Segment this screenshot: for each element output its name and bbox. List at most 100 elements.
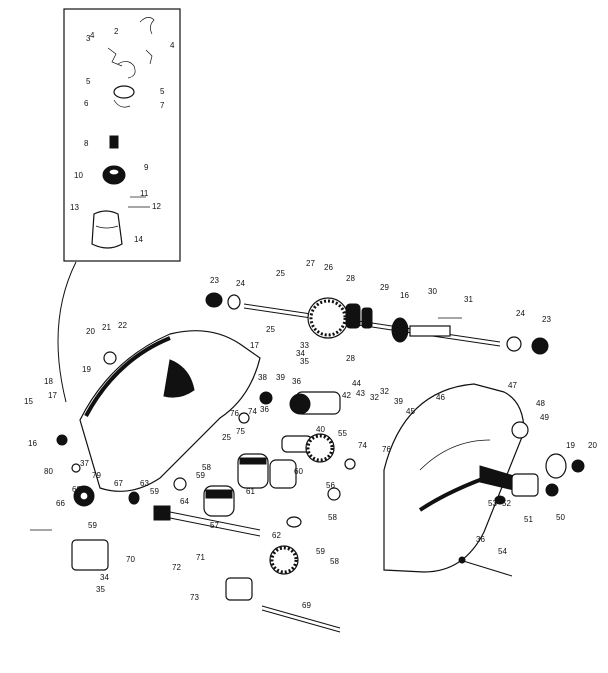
label: 74 — [248, 407, 257, 416]
label: 43 — [356, 389, 365, 398]
label: 51 — [524, 515, 533, 524]
label: 73 — [190, 593, 199, 602]
label: 46 — [436, 393, 445, 402]
lower-left-parts — [30, 485, 341, 633]
left-housing — [56, 330, 261, 492]
label: 32 — [370, 393, 379, 402]
label: 13 — [70, 203, 79, 212]
label: 76 — [382, 445, 391, 454]
label: 7 — [160, 101, 165, 110]
label: 2 — [114, 27, 119, 36]
label: 58 — [328, 513, 337, 522]
label: 59 — [316, 547, 325, 556]
label: 17 — [250, 341, 259, 350]
label: 67 — [114, 479, 123, 488]
label: 15 — [24, 397, 33, 406]
label: 79 — [92, 471, 101, 480]
label: 44 — [352, 379, 361, 388]
middle-gear-cluster — [128, 391, 356, 575]
label: 40 — [316, 425, 325, 434]
label: 29 — [380, 283, 389, 292]
label: 34 — [296, 349, 305, 358]
label: 58 — [202, 463, 211, 472]
label: 19 — [566, 441, 575, 450]
label: 24 — [516, 309, 525, 318]
label: 8 — [84, 139, 89, 148]
label: 47 — [508, 381, 517, 390]
label: 17 — [48, 391, 57, 400]
label: 69 — [302, 601, 311, 610]
label: 36 — [476, 535, 485, 544]
label: 59 — [196, 471, 205, 480]
label: 39 — [394, 397, 403, 406]
label: 25 — [266, 325, 275, 334]
label: 27 — [306, 259, 315, 268]
label: 3 — [86, 34, 91, 43]
label: 24 — [236, 279, 245, 288]
label: 80 — [44, 467, 53, 476]
label: 23 — [210, 276, 219, 285]
label: 50 — [556, 513, 565, 522]
label: 35 — [96, 585, 105, 594]
label: 53 — [488, 499, 497, 508]
label: 57 — [210, 521, 219, 530]
label: 54 — [498, 547, 507, 556]
label: 28 — [346, 354, 355, 363]
label: 45 — [406, 407, 415, 416]
upper-shaft-assembly — [205, 292, 549, 355]
label: 32 — [380, 387, 389, 396]
label: 16 — [400, 291, 409, 300]
label: 23 — [542, 315, 551, 324]
right-housing — [383, 383, 585, 577]
label: 68 — [72, 485, 81, 494]
label: 35 — [300, 357, 309, 366]
label: 42 — [342, 391, 351, 400]
label: 75 — [236, 427, 245, 436]
label: 48 — [536, 399, 545, 408]
label: 26 — [324, 263, 333, 272]
label: 28 — [346, 274, 355, 283]
label: 18 — [44, 377, 53, 386]
label: 58 — [330, 557, 339, 566]
label: 72 — [172, 563, 181, 572]
label: 11 — [140, 189, 149, 198]
label: 61 — [246, 487, 255, 496]
label: 64 — [180, 497, 189, 506]
part-number-labels: 23 24 25 25 27 26 28 29 28 16 30 31 24 2… — [24, 259, 597, 610]
label: 25 — [222, 433, 231, 442]
label: 20 — [588, 441, 597, 450]
label: 59 — [150, 487, 159, 496]
label: 70 — [126, 555, 135, 564]
label: 66 — [56, 499, 65, 508]
label: 12 — [152, 202, 161, 211]
label: 76 — [230, 409, 239, 418]
label: 33 — [300, 341, 309, 350]
label: 60 — [294, 467, 303, 476]
label: 22 — [118, 321, 127, 330]
label: 36 — [292, 377, 301, 386]
label: 52 — [502, 499, 511, 508]
label: 71 — [196, 553, 205, 562]
label: 36 — [260, 405, 269, 414]
label: 31 — [464, 295, 473, 304]
label: 39 — [276, 373, 285, 382]
label: 4 — [90, 31, 95, 40]
label: 10 — [74, 171, 83, 180]
label: 59 — [88, 521, 97, 530]
callout-labels: 2 3 4 4 5 5 6 7 8 9 10 11 12 13 14 — [70, 27, 175, 244]
label: 25 — [276, 269, 285, 278]
label: 56 — [326, 481, 335, 490]
label: 34 — [100, 573, 109, 582]
label: 16 — [28, 439, 37, 448]
label: 63 — [140, 479, 149, 488]
label: 55 — [338, 429, 347, 438]
label: 74 — [358, 441, 367, 450]
callout-inset — [57, 8, 181, 403]
label: 20 — [86, 327, 95, 336]
label: 9 — [144, 163, 149, 172]
label: 21 — [102, 323, 111, 332]
label: 30 — [428, 287, 437, 296]
label: 5 — [86, 77, 91, 86]
label: 6 — [84, 99, 89, 108]
